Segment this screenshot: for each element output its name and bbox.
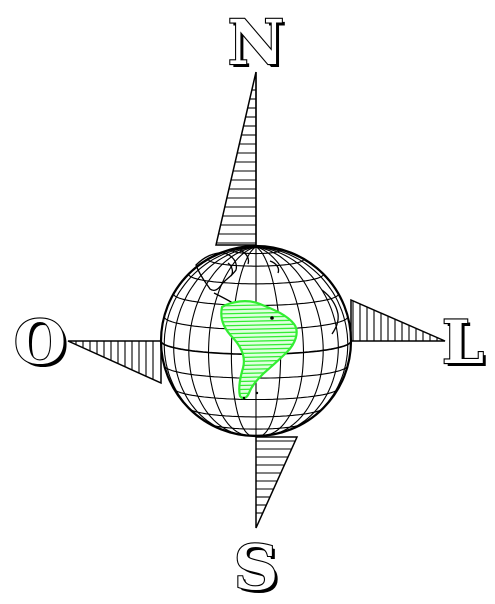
north-label: N: [228, 6, 285, 79]
ray-east: [351, 300, 445, 341]
ray-north: [216, 72, 256, 245]
cardinal-north: N N: [228, 6, 288, 82]
ray-south: [256, 437, 297, 528]
south-label: S: [234, 531, 279, 604]
ray-west: [68, 341, 161, 383]
cardinal-south: S S: [234, 531, 282, 604]
east-label: L: [442, 308, 484, 378]
west-label: O: [14, 308, 66, 378]
globe-icon: [161, 246, 351, 436]
cardinal-east: L L: [442, 308, 487, 381]
cardinal-west: O O: [14, 308, 69, 381]
